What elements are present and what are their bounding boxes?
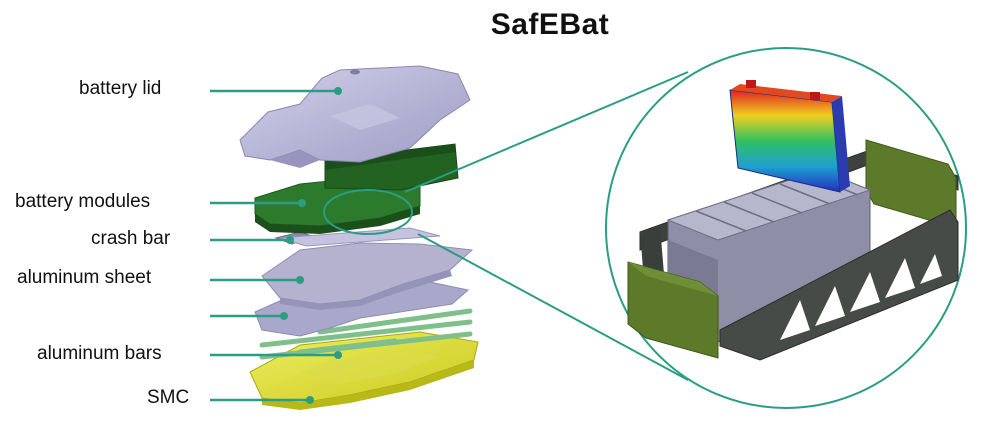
aluminum-bars bbox=[259, 308, 473, 360]
leader-lines bbox=[210, 89, 338, 402]
battery-module-detail bbox=[627, 80, 959, 361]
battery-lid bbox=[239, 65, 471, 168]
label-aluminum-sheet: aluminum sheet bbox=[17, 267, 152, 288]
magnifier-connector-lines bbox=[404, 71, 689, 381]
label-smc: SMC bbox=[147, 387, 190, 408]
diagram-title: SafEBat bbox=[490, 8, 610, 41]
label-battery-modules: battery modules bbox=[15, 191, 151, 212]
label-battery-lid: battery lid bbox=[79, 78, 162, 99]
label-aluminum-bars: aluminum bars bbox=[37, 343, 162, 364]
highlight-ellipse bbox=[323, 189, 413, 235]
label-crash-bar: crash bar bbox=[91, 228, 171, 249]
leader-endpoints bbox=[280, 87, 342, 404]
simulated-cell bbox=[729, 80, 850, 193]
aluminum-sheet-upper bbox=[261, 242, 474, 310]
